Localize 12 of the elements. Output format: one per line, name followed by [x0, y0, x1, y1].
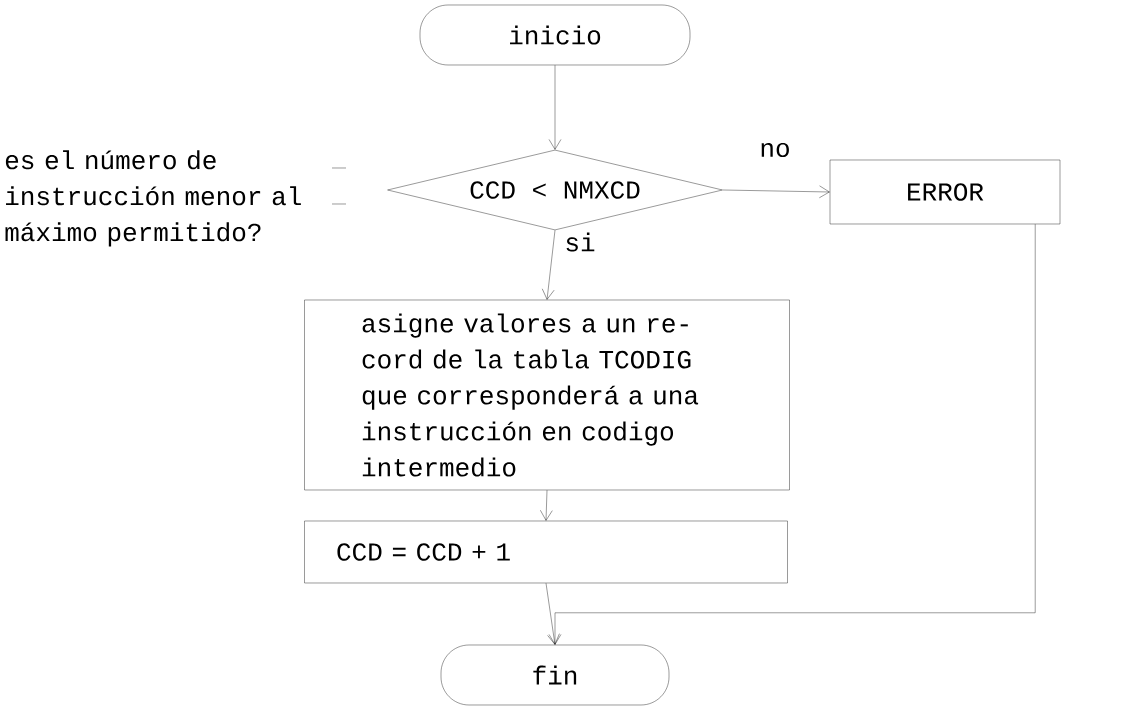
- edge-label: si: [562, 230, 598, 254]
- process-box: asigne valores a un re- cord de la tabla TCODIG que corresponderá a una instrucción en codigo intermedio: [304, 299, 790, 491]
- arrow: [545, 583, 560, 645]
- arrow: [542, 230, 556, 300]
- arrow: [722, 185, 830, 198]
- arrow: [540, 490, 553, 521]
- process-box: CCD = CCD + 1: [304, 520, 788, 584]
- arrow: [548, 224, 1036, 645]
- process-box: ERROR: [829, 159, 1061, 225]
- edge-label: no: [757, 140, 793, 160]
- arrow: [548, 65, 562, 150]
- comment-text: es el número de instrucción menor al máximo permitido?: [5, 150, 301, 247]
